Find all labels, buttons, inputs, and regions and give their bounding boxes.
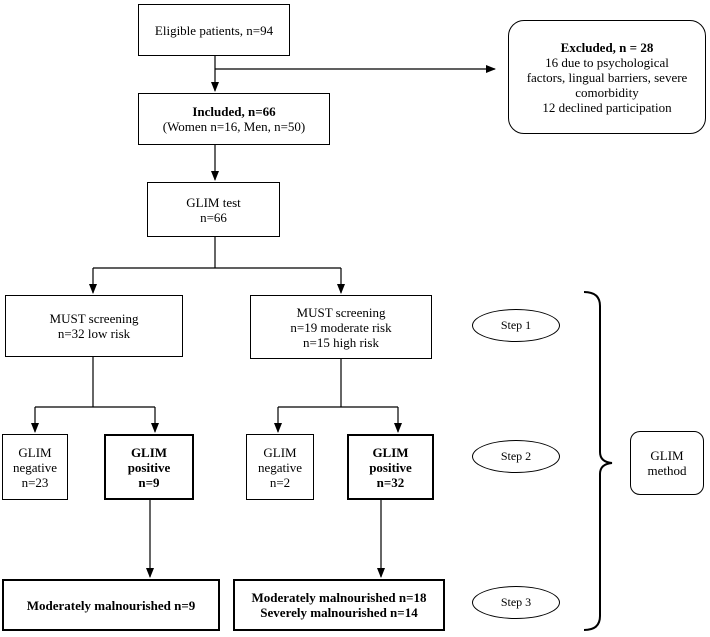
outcome-left-box: Moderately malnourished n=9 bbox=[2, 579, 220, 631]
must-high-risk-box: MUST screening n=19 moderate risk n=15 h… bbox=[250, 295, 432, 359]
excluded-title: Excluded, n = 28 bbox=[560, 39, 654, 55]
must-low-line-2: n=32 low risk bbox=[57, 326, 131, 341]
glim-negative-left-box: GLIM negative n=23 bbox=[2, 434, 68, 500]
step-2-label: Step 2 bbox=[500, 449, 532, 463]
eligible-patients-label: Eligible patients, n=94 bbox=[154, 22, 274, 38]
included-title: Included, n=66 bbox=[192, 104, 276, 119]
included-sub: (Women n=16, Men, n=50) bbox=[162, 119, 306, 134]
glim-neg-right-line-2: negative bbox=[257, 459, 303, 475]
step-2-ellipse: Step 2 bbox=[472, 440, 560, 473]
excluded-line-1: 16 due to psychological bbox=[545, 54, 669, 70]
excluded-line-2: factors, lingual barriers, severe bbox=[526, 69, 688, 85]
glim-positive-left-box: GLIM positive n=9 bbox=[104, 434, 194, 500]
step-1-ellipse: Step 1 bbox=[472, 309, 560, 342]
excluded-box: Excluded, n = 28 16 due to psychological… bbox=[508, 20, 706, 134]
glim-pos-right-line-2: positive bbox=[369, 459, 412, 475]
excluded-line-4: 12 declined participation bbox=[542, 99, 672, 115]
outcome-right-box: Moderately malnourished n=18 Severely ma… bbox=[233, 579, 445, 631]
curly-brace bbox=[583, 291, 613, 631]
glim-test-line-1: GLIM test bbox=[186, 194, 241, 210]
glim-neg-left-line-2: negative bbox=[12, 459, 58, 475]
must-low-risk-box: MUST screening n=32 low risk bbox=[5, 295, 183, 357]
glim-neg-right-line-1: GLIM bbox=[263, 444, 297, 460]
outcome-left-label: Moderately malnourished n=9 bbox=[26, 597, 196, 613]
step-3-label: Step 3 bbox=[500, 595, 532, 609]
glim-method-box: GLIM method bbox=[630, 431, 704, 495]
glim-method-line-2: method bbox=[647, 463, 687, 478]
must-low-line-1: MUST screening bbox=[49, 311, 139, 326]
glim-pos-left-line-1: GLIM bbox=[130, 444, 168, 460]
excluded-line-3: comorbidity bbox=[575, 84, 639, 100]
step-3-ellipse: Step 3 bbox=[472, 586, 560, 619]
glim-pos-right-line-1: GLIM bbox=[372, 444, 409, 460]
step-1-label: Step 1 bbox=[500, 318, 532, 332]
eligible-patients-box: Eligible patients, n=94 bbox=[138, 4, 290, 56]
glim-pos-right-line-3: n=32 bbox=[376, 474, 405, 490]
glim-neg-left-line-1: GLIM bbox=[18, 444, 52, 460]
included-box: Included, n=66 (Women n=16, Men, n=50) bbox=[138, 93, 330, 145]
glim-pos-left-line-3: n=9 bbox=[138, 474, 160, 490]
glim-method-line-1: GLIM bbox=[650, 448, 684, 463]
glim-neg-left-line-3: n=23 bbox=[21, 474, 49, 490]
glim-positive-right-box: GLIM positive n=32 bbox=[347, 434, 434, 500]
must-high-line-2: n=19 moderate risk bbox=[290, 319, 392, 335]
glim-test-line-2: n=66 bbox=[200, 209, 227, 225]
glim-test-box: GLIM test n=66 bbox=[147, 182, 280, 237]
outcome-right-line-1: Moderately malnourished n=18 bbox=[251, 590, 427, 605]
must-high-line-3: n=15 high risk bbox=[303, 334, 379, 350]
outcome-right-line-2: Severely malnourished n=14 bbox=[260, 605, 418, 620]
glim-negative-right-box: GLIM negative n=2 bbox=[246, 434, 314, 500]
must-high-line-1: MUST screening bbox=[296, 304, 386, 320]
glim-pos-left-line-2: positive bbox=[127, 459, 171, 475]
glim-neg-right-line-3: n=2 bbox=[269, 474, 291, 490]
